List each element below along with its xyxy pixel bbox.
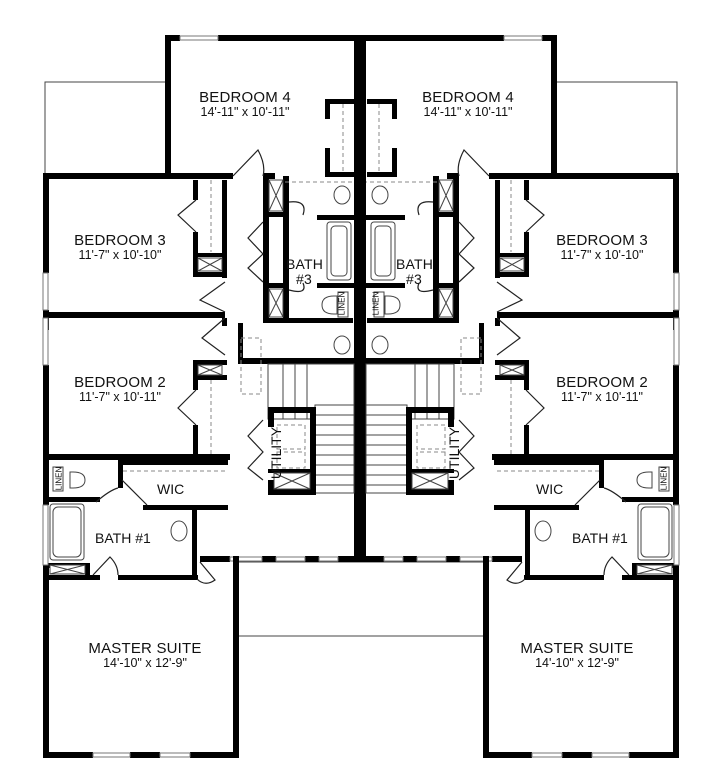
room-name: BEDROOM 3 bbox=[556, 232, 648, 249]
room-name: BEDROOM 4 bbox=[422, 89, 514, 106]
left-linen-bath3-label: LINEN bbox=[337, 291, 347, 316]
room-number: #3 bbox=[406, 270, 422, 287]
left-bedroom3-label: BEDROOM 3 11'-7" x 10'-10" bbox=[55, 233, 185, 262]
right-wic-label: WIC bbox=[536, 481, 564, 497]
left-bedroom2-label: BEDROOM 2 11'-7" x 10'-11" bbox=[55, 375, 185, 404]
room-dimensions: 14'-10" x 12'-9" bbox=[535, 655, 619, 670]
left-master-suite-label: MASTER SUITE 14'-10" x 12'-9" bbox=[75, 641, 215, 670]
left-wic-label: WIC bbox=[157, 481, 185, 497]
room-name: BEDROOM 2 bbox=[74, 374, 166, 391]
right-bedroom3-label: BEDROOM 3 11'-7" x 10'-10" bbox=[537, 233, 667, 262]
room-name: BEDROOM 4 bbox=[199, 89, 291, 106]
room-name: MASTER SUITE bbox=[88, 640, 202, 657]
left-bath1-label: BATH #1 bbox=[95, 530, 151, 546]
right-bath1-label: BATH #1 bbox=[572, 530, 628, 546]
left-unit-walls bbox=[42, 35, 360, 758]
room-name: BATH bbox=[396, 256, 434, 272]
left-linen-bath1-label: LINEN bbox=[54, 466, 64, 491]
room-name: BEDROOM 3 bbox=[74, 232, 166, 249]
left-utility-label: UTILITY bbox=[268, 426, 285, 480]
right-master-suite-label: MASTER SUITE 14'-10" x 12'-9" bbox=[507, 641, 647, 670]
room-dimensions: 14'-10" x 12'-9" bbox=[103, 655, 187, 670]
room-dimensions: 14'-11" x 10'-11" bbox=[200, 104, 290, 119]
right-bath3-label: BATH #3 bbox=[396, 256, 434, 287]
right-utility-label: UTILITY bbox=[446, 426, 463, 480]
right-linen-bath3-label: LINEN bbox=[371, 291, 381, 316]
room-name: BEDROOM 2 bbox=[556, 374, 648, 391]
left-bath3-label: BATH #3 bbox=[286, 256, 324, 287]
room-name: MASTER SUITE bbox=[520, 640, 634, 657]
right-bedroom4-label: BEDROOM 4 14'-11" x 10'-11" bbox=[398, 90, 538, 119]
room-number: #3 bbox=[296, 270, 312, 287]
right-bedroom2-label: BEDROOM 2 11'-7" x 10'-11" bbox=[537, 375, 667, 404]
room-dimensions: 11'-7" x 10'-10" bbox=[560, 247, 644, 262]
room-dimensions: 11'-7" x 10'-11" bbox=[561, 389, 643, 404]
room-dimensions: 11'-7" x 10'-11" bbox=[79, 389, 161, 404]
room-dimensions: 11'-7" x 10'-10" bbox=[78, 247, 162, 262]
room-dimensions: 14'-11" x 10'-11" bbox=[423, 104, 513, 119]
room-name: BATH bbox=[286, 256, 324, 272]
right-unit-walls bbox=[360, 35, 680, 758]
left-bedroom4-label: BEDROOM 4 14'-11" x 10'-11" bbox=[175, 90, 315, 119]
right-linen-bath1-label: LINEN bbox=[659, 466, 669, 491]
